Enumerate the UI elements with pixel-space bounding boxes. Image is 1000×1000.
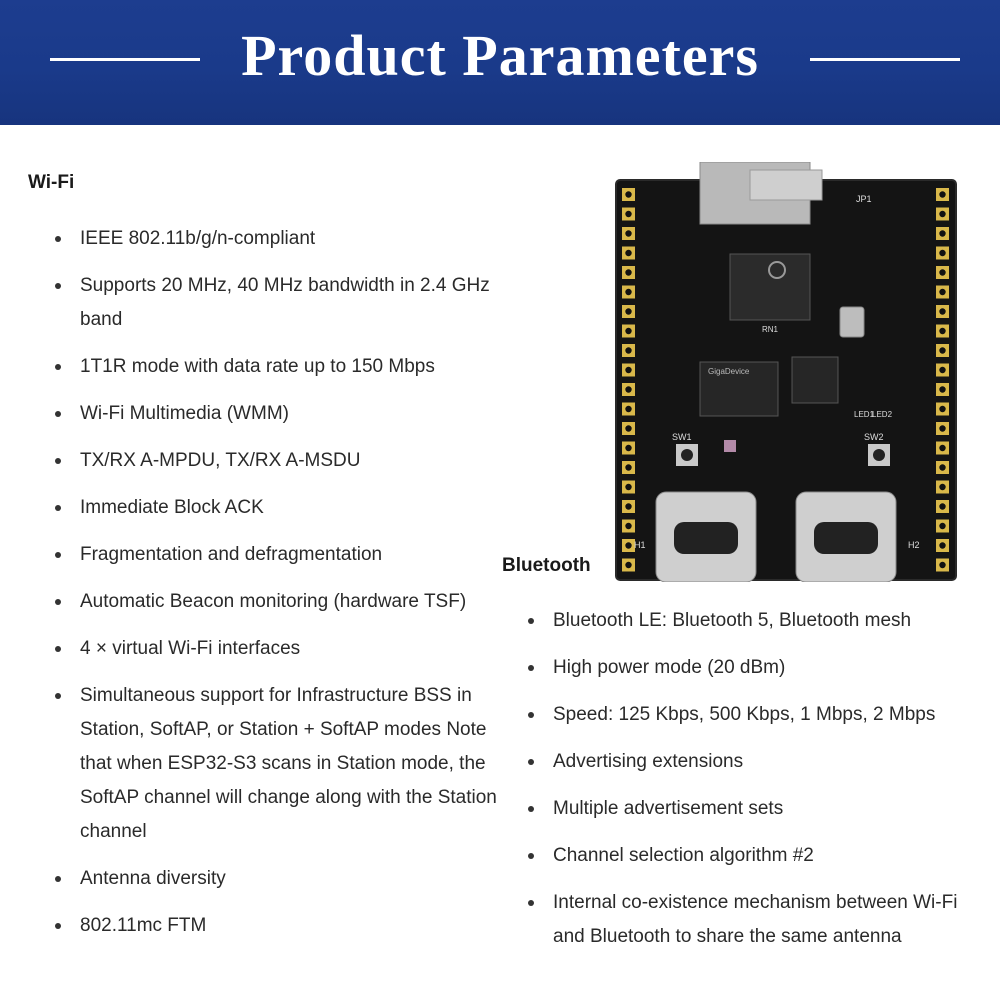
pin-hole <box>625 230 632 237</box>
pin-hole <box>939 425 946 432</box>
sw2-knob <box>873 449 885 461</box>
header-banner: Product Parameters <box>0 0 1000 125</box>
pin-hole <box>939 386 946 393</box>
list-item: 1T1R mode with data rate up to 150 Mbps <box>52 350 522 384</box>
list-item: Immediate Block ACK <box>52 491 522 525</box>
pin-hole <box>625 308 632 315</box>
list-item: Internal co-existence mechanism between … <box>525 886 985 954</box>
right-pin-header <box>936 188 949 572</box>
led1-label: LED1 <box>854 410 875 419</box>
pin-hole <box>939 288 946 296</box>
list-item: 802.11mc FTM <box>52 909 522 943</box>
header-rule-left <box>50 58 200 61</box>
jp1-label: JP1 <box>856 194 872 204</box>
list-item: Simultaneous support for Infrastructure … <box>52 679 522 849</box>
pin-hole <box>625 483 632 491</box>
pin-hole <box>939 444 946 452</box>
pin-hole <box>625 444 632 452</box>
pin-hole <box>625 210 632 218</box>
list-item: 4 × virtual Wi-Fi interfaces <box>52 632 522 666</box>
chip-brand-label: GigaDevice <box>708 367 750 376</box>
pin-hole <box>625 522 632 530</box>
sw2-label: SW2 <box>864 432 884 442</box>
pin-hole <box>939 308 946 315</box>
pin-hole <box>939 249 946 257</box>
pin-hole <box>625 288 632 296</box>
pin-hole <box>939 230 946 237</box>
pin-hole <box>625 464 632 471</box>
rn1-label: RN1 <box>762 325 779 334</box>
left-pin-header <box>622 188 635 572</box>
esp32-chip <box>729 253 811 321</box>
usb-c-port-1-opening <box>674 522 738 554</box>
bluetooth-spec-list: Bluetooth LE: Bluetooth 5, Bluetooth mes… <box>525 604 985 967</box>
pin-hole <box>625 366 632 374</box>
pin-hole <box>939 561 946 569</box>
list-item: Multiple advertisement sets <box>525 792 985 826</box>
wifi-spec-list: IEEE 802.11b/g/n-compliant Supports 20 M… <box>52 222 522 956</box>
pin-hole <box>625 405 632 413</box>
page-title: Product Parameters <box>241 23 759 88</box>
psram-chip <box>791 356 839 404</box>
pin-hole <box>939 191 946 198</box>
sensor-module <box>839 306 865 338</box>
pin-hole <box>625 561 632 569</box>
wifi-section-title: Wi-Fi <box>28 172 75 193</box>
list-item: Automatic Beacon monitoring (hardware TS… <box>52 585 522 619</box>
list-item: IEEE 802.11b/g/n-compliant <box>52 222 522 256</box>
list-item: Channel selection algorithm #2 <box>525 839 985 873</box>
rgb-led <box>724 440 736 452</box>
esp32-s3-board-image: GigaDevice SW1 SW2 H1 H2 JP1 RN1 LED1 LE… <box>615 162 957 582</box>
list-item: Supports 20 MHz, 40 MHz bandwidth in 2.4… <box>52 269 522 337</box>
pin-hole <box>625 503 632 510</box>
pin-hole <box>939 464 946 471</box>
list-item: Antenna diversity <box>52 862 522 896</box>
pin-hole <box>625 386 632 393</box>
pin-hole <box>625 327 632 335</box>
bluetooth-section-title: Bluetooth <box>502 555 591 576</box>
pin-hole <box>625 542 632 549</box>
pin-hole <box>625 191 632 198</box>
list-item: TX/RX A-MPDU, TX/RX A-MSDU <box>52 444 522 478</box>
list-item: Fragmentation and defragmentation <box>52 538 522 572</box>
flash-chip <box>699 361 779 417</box>
pin-hole <box>939 210 946 218</box>
espressif-logo-icon <box>768 261 786 279</box>
pin-hole <box>939 522 946 530</box>
pin-hole <box>625 425 632 432</box>
led2-label: LED2 <box>872 410 893 419</box>
sw1-label: SW1 <box>672 432 692 442</box>
list-item: Bluetooth LE: Bluetooth 5, Bluetooth mes… <box>525 604 985 638</box>
list-item: Speed: 125 Kbps, 500 Kbps, 1 Mbps, 2 Mbp… <box>525 698 985 732</box>
pin-hole <box>939 269 946 276</box>
rf-shield-inner <box>749 169 823 201</box>
pin-hole <box>939 366 946 374</box>
pin-hole <box>625 249 632 257</box>
list-item: High power mode (20 dBm) <box>525 651 985 685</box>
pin-hole <box>939 542 946 549</box>
h1-label: H1 <box>634 540 646 550</box>
usb-c-port-2-opening <box>814 522 878 554</box>
pin-hole <box>939 503 946 510</box>
list-item: Advertising extensions <box>525 745 985 779</box>
pin-hole <box>939 347 946 354</box>
pin-hole <box>625 347 632 354</box>
list-item: Wi-Fi Multimedia (WMM) <box>52 397 522 431</box>
pin-hole <box>939 405 946 413</box>
sw1-knob <box>681 449 693 461</box>
pin-hole <box>625 269 632 276</box>
h2-label: H2 <box>908 540 920 550</box>
header-rule-right <box>810 58 960 61</box>
pin-hole <box>939 327 946 335</box>
pin-hole <box>939 483 946 491</box>
